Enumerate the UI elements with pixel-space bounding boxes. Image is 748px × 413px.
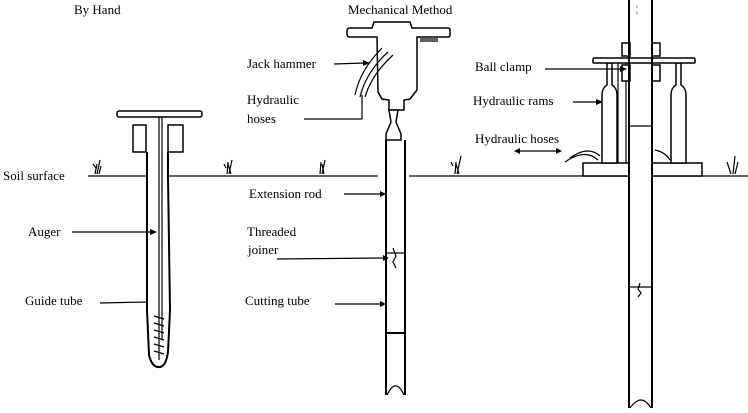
- label-auger: Auger: [28, 224, 61, 239]
- label-extension-rod: Extension rod: [249, 186, 322, 201]
- arrowhead-auger: [150, 229, 157, 235]
- label-hydraulic-hoses-line2: hoses: [247, 111, 276, 126]
- ram-right: [670, 62, 687, 164]
- label-hydraulic-hoses-right: Hydraulic hoses: [475, 131, 559, 146]
- label-ball-clamp: Ball clamp: [475, 59, 532, 74]
- pointer-threaded-joiner: [276, 257, 385, 260]
- sampling-tube: [385, 140, 406, 396]
- ram-left: [601, 62, 618, 164]
- jack-hammer-hoses: [354, 47, 394, 98]
- jack-hammer: [346, 21, 451, 141]
- auger-screw: [153, 315, 165, 355]
- label-jack-hammer: Jack hammer: [247, 56, 317, 71]
- clamp-block-bottom-right: [651, 64, 661, 82]
- hand-auger: [116, 110, 203, 369]
- cutting-tube-tip: [386, 385, 405, 396]
- label-threaded-joiner-line1: Threaded: [247, 224, 297, 239]
- label-cutting-tube: Cutting tube: [245, 293, 310, 308]
- title-by-hand: By Hand: [74, 2, 121, 17]
- tube-top-mark: ¦: [636, 4, 638, 15]
- guide-block-right: [167, 124, 184, 153]
- clamp-block-top-right: [651, 42, 661, 57]
- cutting-tube-tip-right: [629, 399, 652, 409]
- label-hydraulic-rams: Hydraulic rams: [473, 93, 554, 108]
- label-threaded-joiner-line2: joiner: [247, 242, 279, 257]
- hydraulic-rig: [564, 42, 703, 177]
- threaded-joiner-mark-right: [637, 282, 642, 298]
- label-guide-tube: Guide tube: [25, 293, 83, 308]
- pointer-guide-tube: [99, 301, 148, 304]
- grass-tufts: [92, 155, 739, 175]
- threaded-joiner-mark: [392, 247, 397, 269]
- pointer-jack-hammer: [333, 62, 365, 65]
- title-mechanical-method: Mechanical Method: [348, 2, 453, 17]
- label-soil-surface: Soil surface: [3, 168, 65, 183]
- guide-block-left: [132, 124, 147, 153]
- sampling-tube-right: ¦: [628, 0, 653, 409]
- auger-handle: [116, 110, 203, 118]
- label-hydraulic-hoses-line1: Hydraulic: [247, 92, 299, 107]
- clamp-crossbar: [592, 57, 696, 64]
